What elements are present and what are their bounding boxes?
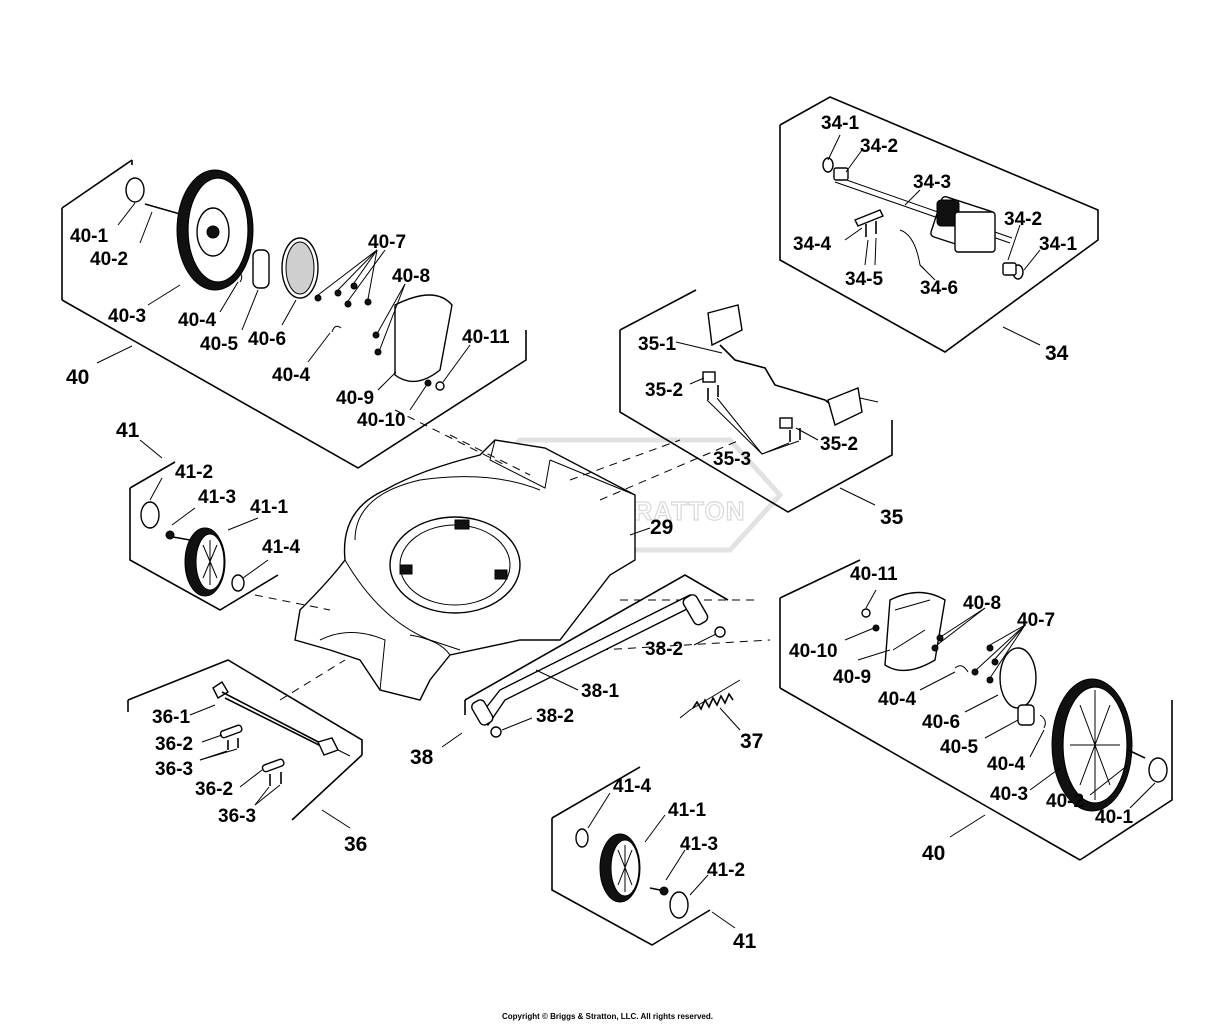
label-40-8: 40-8 [392, 266, 430, 287]
label-40-9: 40-9 [336, 388, 374, 409]
label-41-4: 41-4 [262, 537, 300, 558]
label-40-1: 40-1 [70, 226, 108, 247]
label-34-3: 34-3 [913, 172, 951, 193]
label-35-3: 35-3 [713, 449, 751, 470]
label-38-2: 38-2 [645, 639, 683, 660]
label-34-5: 34-5 [845, 269, 883, 290]
label-40-4-bottom: 40-4 [878, 689, 916, 710]
label-38-1: 38-1 [581, 681, 619, 702]
alignment-lines [254, 409, 771, 701]
label-40-6: 40-6 [248, 329, 286, 350]
label-40-7: 40-7 [368, 232, 406, 253]
label-35-1: 35-1 [638, 334, 676, 355]
label-41-1: 41-1 [250, 497, 288, 518]
label-40-4b-bottom: 40-4 [987, 754, 1025, 775]
copyright-notice: Copyright © Briggs & Stratton, LLC. All … [502, 1012, 713, 1021]
group-label-35: 35 [880, 506, 904, 529]
label-36-3b: 36-3 [218, 806, 256, 827]
label-40-4b: 40-4 [272, 365, 310, 386]
label-40-6-bottom: 40-6 [922, 712, 960, 733]
label-40-7-bottom: 40-7 [1017, 610, 1055, 631]
front-wheel-left-icon [140, 501, 245, 597]
label-34-1b: 34-1 [1039, 234, 1077, 255]
label-40-5: 40-5 [200, 334, 238, 355]
group-40-box-bottom [779, 559, 1173, 861]
group-label-34: 34 [1045, 342, 1069, 365]
label-40-8-bottom: 40-8 [963, 593, 1001, 614]
label-36-3: 36-3 [155, 759, 193, 780]
group-38-box [441, 574, 729, 748]
label-36-2b: 36-2 [195, 779, 233, 800]
spring-37-icon [679, 679, 741, 719]
rear-axle-icon [212, 681, 351, 786]
label-40-10-bottom: 40-10 [789, 641, 838, 662]
height-adjuster-icon [702, 304, 879, 442]
group-41-box-left [129, 439, 279, 611]
label-41-2-bottom: 41-2 [707, 860, 745, 881]
group-label-36: 36 [344, 833, 367, 856]
label-35-2: 35-2 [645, 380, 683, 401]
group-41-box-bottom [551, 766, 736, 946]
group-label-40-bottom: 40 [922, 842, 945, 865]
front-wheel-bottom-icon [575, 828, 689, 919]
label-34-6: 34-6 [920, 278, 958, 299]
rear-wheel-top-icon [125, 169, 453, 391]
label-34-2: 34-2 [860, 136, 898, 157]
group-label-38: 38 [410, 746, 434, 769]
label-35-2b: 35-2 [820, 434, 858, 455]
label-41-3-bottom: 41-3 [680, 834, 718, 855]
label-41-3: 41-3 [198, 487, 236, 508]
group-label-37: 37 [740, 730, 763, 753]
rear-wheel-bottom-icon [861, 591, 1168, 812]
label-34-4: 34-4 [793, 234, 831, 255]
label-40-2-bottom: 40-2 [1046, 791, 1084, 812]
handle-rod-icon [471, 594, 726, 738]
label-36-2: 36-2 [155, 734, 193, 755]
label-40-11: 40-11 [462, 327, 510, 348]
label-41-1-bottom: 41-1 [668, 800, 706, 821]
label-41-2: 41-2 [175, 462, 213, 483]
label-40-10: 40-10 [357, 410, 406, 431]
label-40-2: 40-2 [90, 249, 128, 270]
group-label-29: 29 [650, 516, 673, 539]
group-label-41-left: 41 [116, 419, 140, 442]
group-label-40-top: 40 [66, 366, 89, 389]
group-35-box [619, 289, 893, 513]
group-label-41-bottom: 41 [733, 930, 757, 953]
label-34-1: 34-1 [821, 113, 859, 134]
label-40-3-bottom: 40-3 [990, 784, 1028, 805]
label-40-4: 40-4 [178, 310, 216, 331]
label-34-2b: 34-2 [1004, 209, 1042, 230]
label-40-1-bottom: 40-1 [1095, 807, 1133, 828]
label-36-1: 36-1 [152, 707, 190, 728]
label-40-3: 40-3 [108, 306, 146, 327]
label-38-2b: 38-2 [536, 706, 574, 727]
group-34-box [779, 96, 1099, 353]
group-40-box-top [61, 159, 527, 469]
transmission-assembly-icon [822, 157, 1024, 280]
mower-deck-icon [294, 439, 636, 701]
group-36-box [127, 659, 363, 829]
label-41-4-bottom: 41-4 [613, 776, 651, 797]
label-40-11-bottom: 40-11 [850, 564, 898, 585]
label-40-9-bottom: 40-9 [833, 667, 871, 688]
label-40-5-bottom: 40-5 [940, 737, 978, 758]
